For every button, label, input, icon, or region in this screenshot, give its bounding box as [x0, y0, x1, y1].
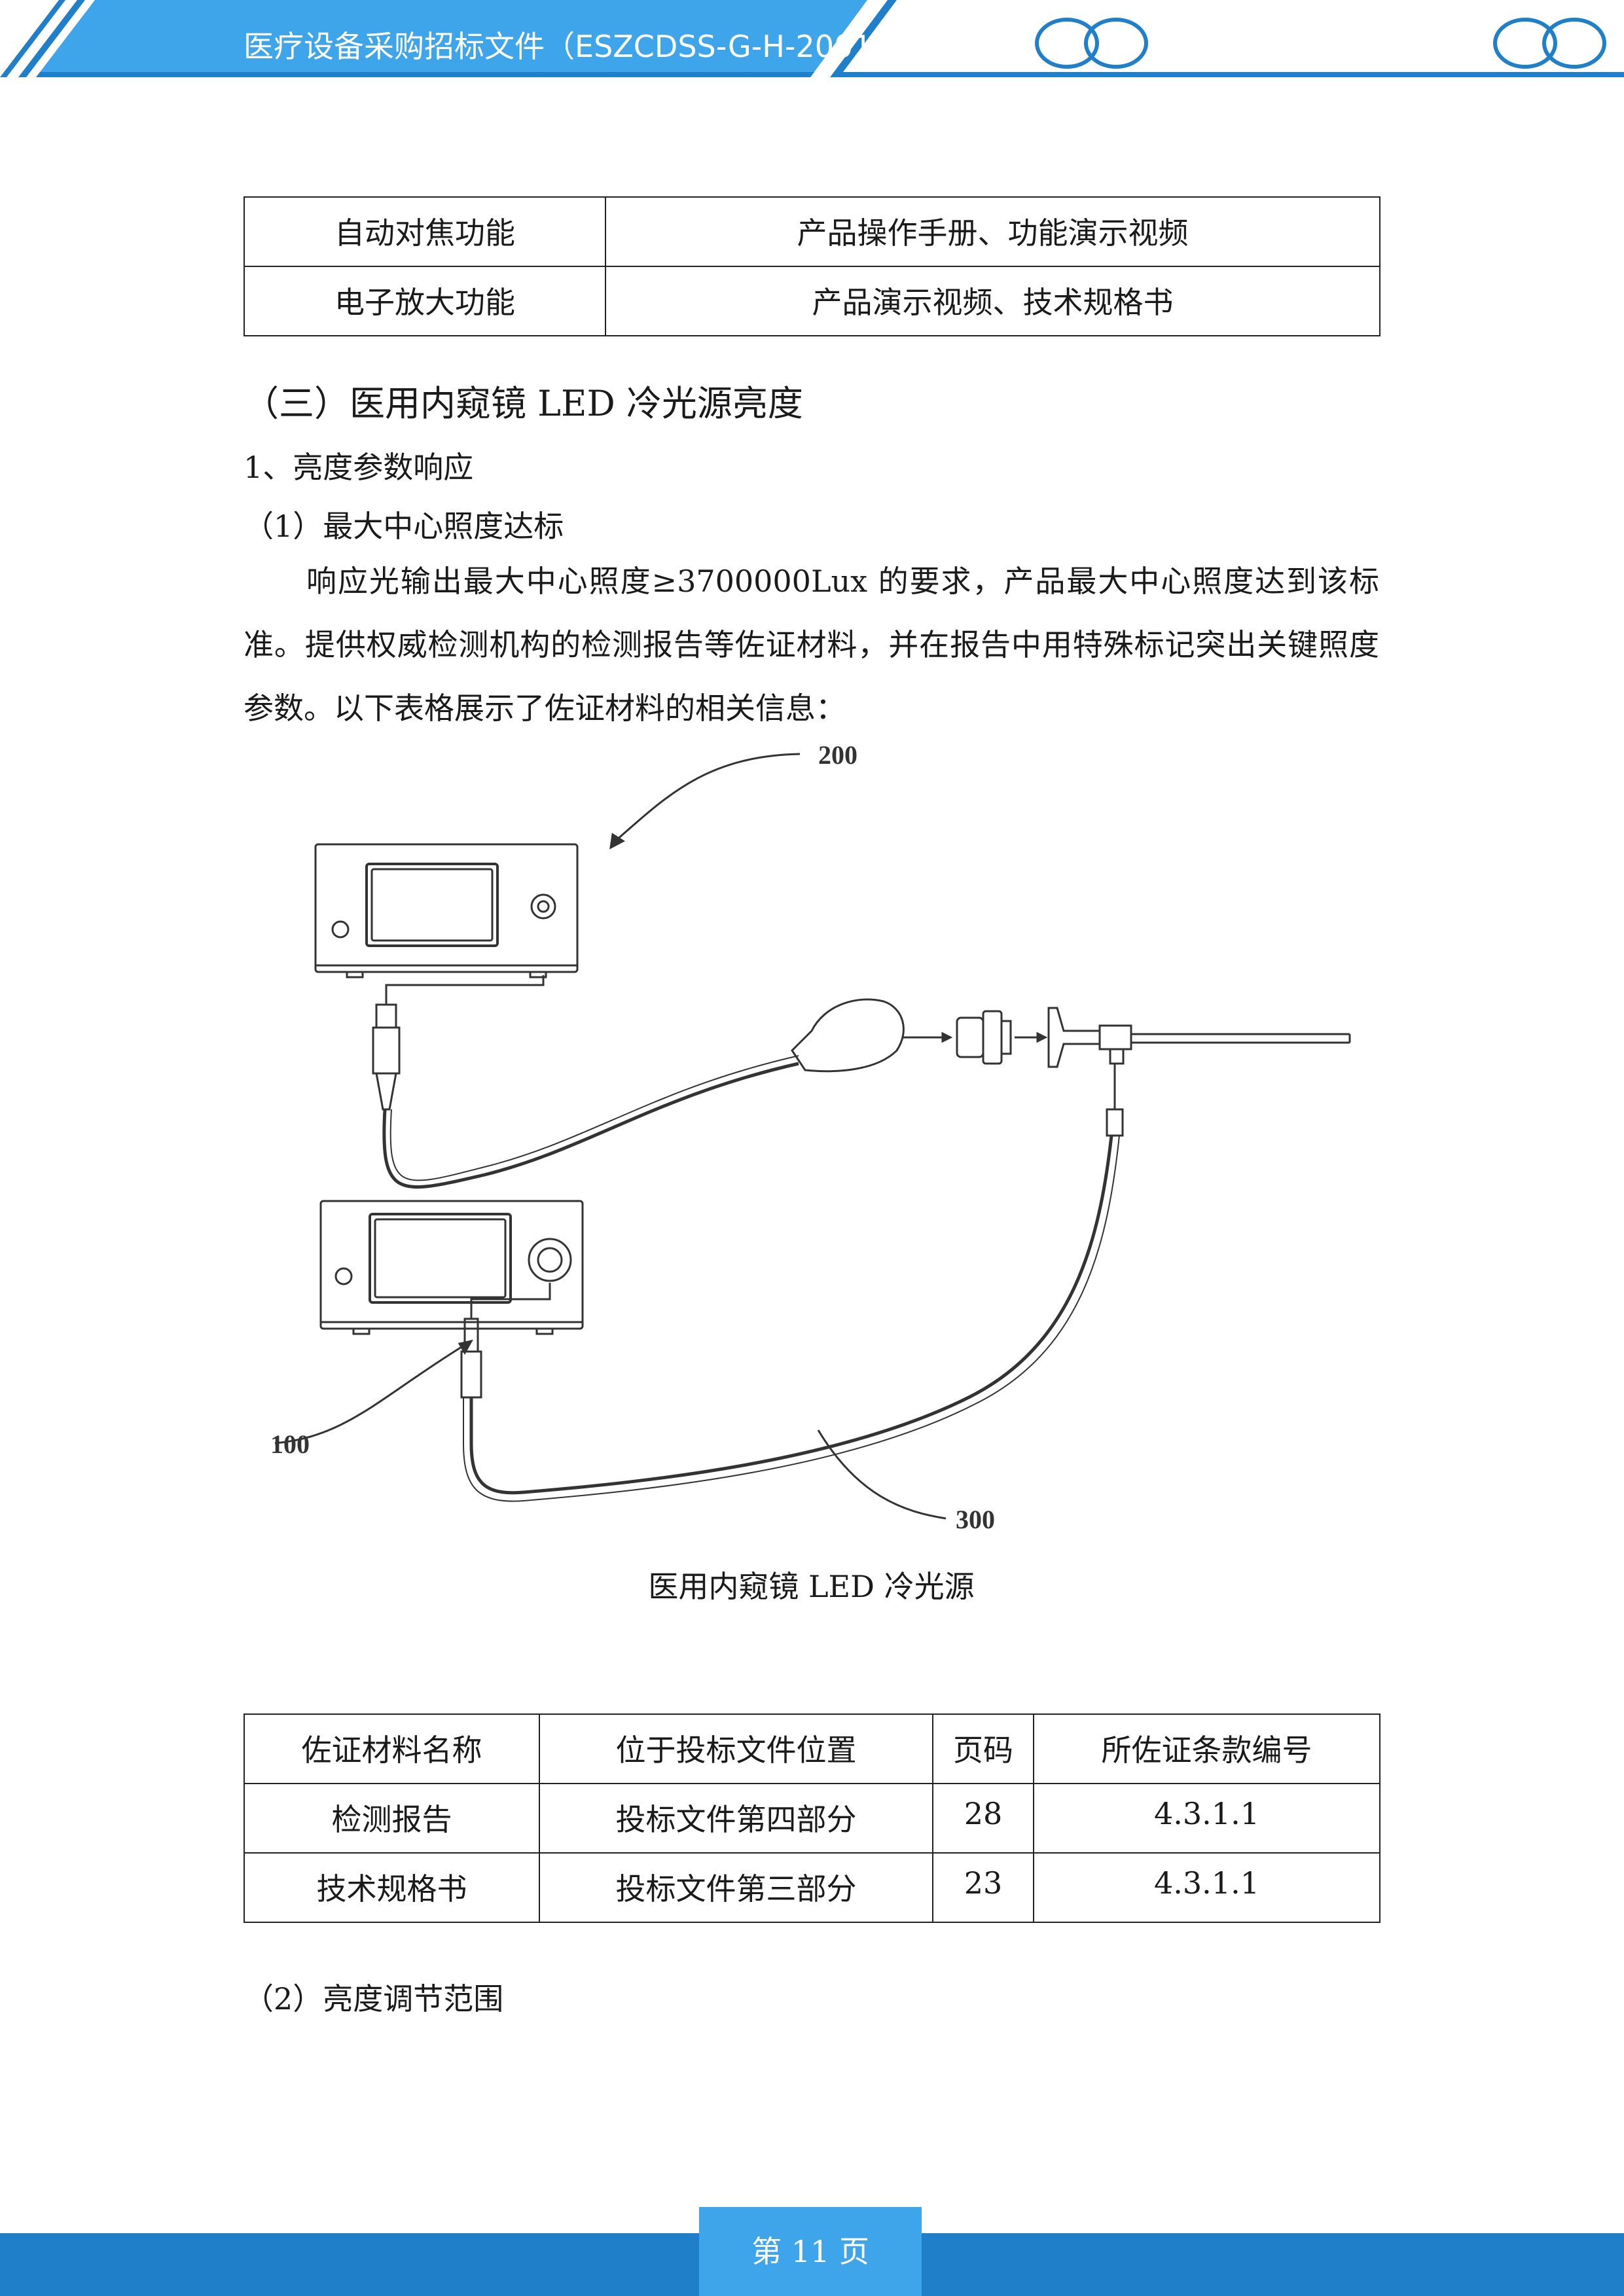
page-number: 第 11 页 — [699, 2207, 922, 2296]
section-heading: （三）医用内窥镜 LED 冷光源亮度 — [244, 383, 803, 424]
leader-200 — [615, 753, 801, 842]
body-paragraph: 响应光输出最大中心照度≥3700000Lux 的要求，产品最大中心照度达到该标准… — [244, 564, 1379, 726]
leader-300 — [817, 1429, 947, 1520]
figure-label-300: 300 — [956, 1505, 995, 1534]
table-cell: 技术规格书 — [244, 1852, 540, 1923]
table-cell: 4.3.1.1 — [1033, 1783, 1380, 1854]
features-table: 自动对焦功能 产品操作手册、功能演示视频 电子放大功能 产品演示视频、技术规格书 — [244, 196, 1380, 336]
table-header-cell: 所佐证条款编号 — [1033, 1713, 1380, 1784]
table-row: 技术规格书 投标文件第三部分 23 4.3.1.1 — [244, 1852, 1380, 1923]
table-cell: 投标文件第四部分 — [539, 1783, 933, 1854]
table-cell: 电子放大功能 — [244, 266, 606, 336]
table-row: 检测报告 投标文件第四部分 28 4.3.1.1 — [244, 1783, 1380, 1854]
table-cell: 自动对焦功能 — [244, 196, 606, 267]
table-cell: 28 — [932, 1783, 1034, 1854]
page-header: 医疗设备采购招标文件（ESZCDSS-G-H-2001 — [0, 0, 1624, 85]
table-cell: 产品操作手册、功能演示视频 — [605, 196, 1380, 267]
header-title: 医疗设备采购招标文件（ESZCDSS-G-H-2001 — [244, 29, 873, 64]
table-header-cell: 页码 — [932, 1713, 1034, 1784]
figure-label-200: 200 — [818, 743, 857, 770]
double-ring-logo-icon-right — [1493, 18, 1606, 69]
subheading-1: 1、亮度参数响应 — [244, 450, 474, 485]
table-cell: 产品演示视频、技术规格书 — [605, 266, 1380, 336]
header-banner-graphic — [0, 0, 1624, 77]
table-cell: 检测报告 — [244, 1783, 540, 1854]
table-row: 自动对焦功能 产品操作手册、功能演示视频 — [244, 196, 1380, 267]
table-header-cell: 佐证材料名称 — [244, 1713, 540, 1784]
led-light-source-figure: 200 100 300 — [270, 743, 1351, 1534]
lower-device-unit — [319, 1200, 584, 1335]
double-ring-logo-icon — [1035, 18, 1148, 69]
figure-caption: 医用内窥镜 LED 冷光源 — [648, 1569, 975, 1604]
table-header-row: 佐证材料名称 位于投标文件位置 页码 所佐证条款编号 — [244, 1713, 1380, 1784]
table-cell: 4.3.1.1 — [1033, 1852, 1380, 1923]
table-cell: 23 — [932, 1852, 1034, 1923]
subheading-1-2: （2）亮度调节范围 — [244, 1981, 504, 2017]
subheading-1-1: （1）最大中心照度达标 — [244, 509, 564, 544]
upper-device-unit — [314, 843, 579, 978]
table-cell: 投标文件第三部分 — [539, 1852, 933, 1923]
evidence-table: 佐证材料名称 位于投标文件位置 页码 所佐证条款编号 检测报告 投标文件第四部分… — [244, 1713, 1380, 1923]
table-row: 电子放大功能 产品演示视频、技术规格书 — [244, 266, 1380, 336]
leader-100 — [274, 1344, 465, 1444]
figure-label-100: 100 — [270, 1429, 310, 1459]
table-header-cell: 位于投标文件位置 — [539, 1713, 933, 1784]
